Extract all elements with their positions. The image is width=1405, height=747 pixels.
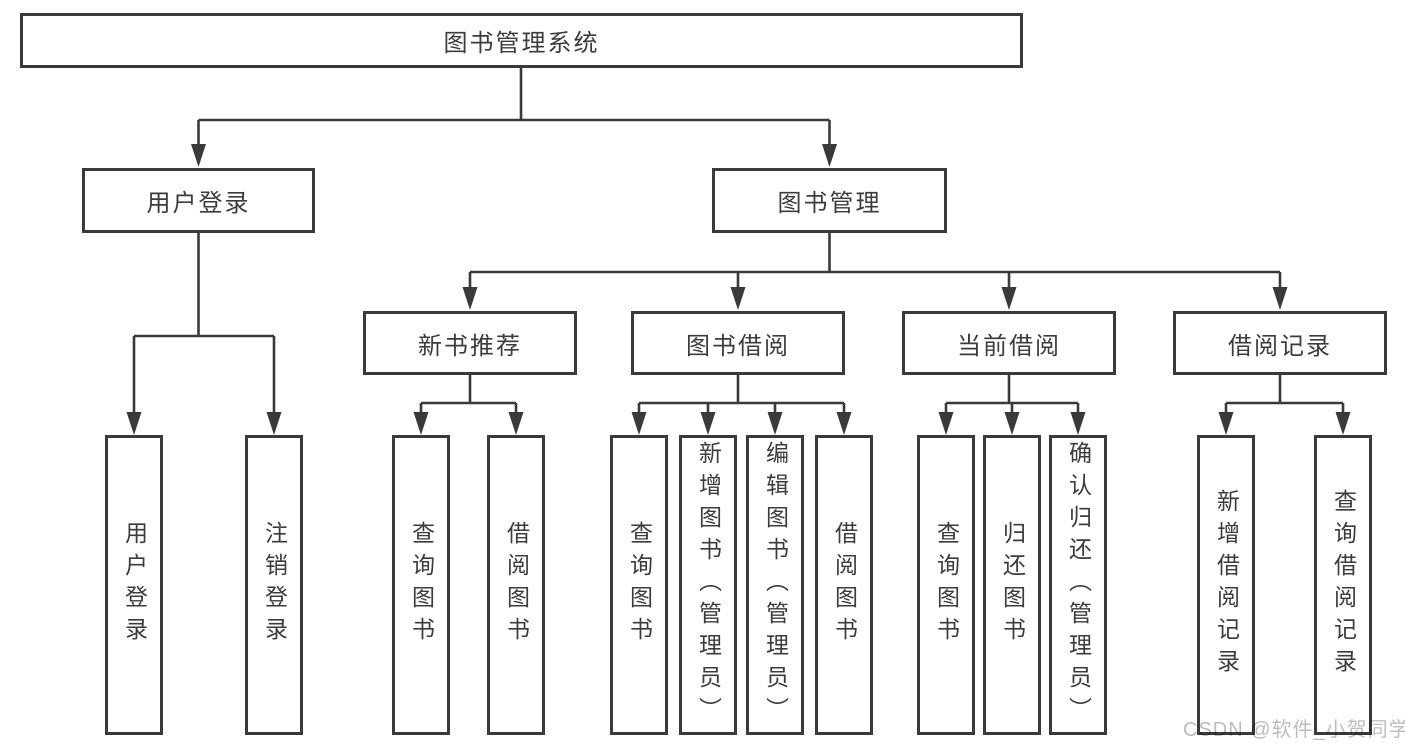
leaf-label: 查询图书 (933, 521, 960, 649)
leaf-label: 编辑图书（管理员） (762, 441, 789, 729)
leaf-user-login: 用户登录 (105, 435, 163, 735)
leaf-add-book-admin: 新增图书（管理员） (679, 435, 737, 735)
leaf-label: 查询图书 (408, 521, 435, 649)
leaf-confirm-return-admin: 确认归还（管理员） (1049, 435, 1107, 735)
connector-user-login-to-leaves (132, 233, 276, 416)
node-borrowing-records: 借阅记录 (1173, 311, 1387, 375)
connector-root-to-level2 (197, 67, 831, 150)
leaf-label: 确认归还（管理员） (1065, 441, 1092, 729)
arrowhead-icons (126, 144, 1351, 435)
node-book-management: 图书管理 (712, 168, 947, 233)
node-new-book-recommendation: 新书推荐 (363, 311, 577, 375)
leaf-borrow-books: 借阅图书 (815, 435, 873, 735)
leaf-label: 查询图书 (626, 521, 653, 649)
leaf-label: 新增借阅记录 (1213, 489, 1240, 681)
leaf-query-books-current: 查询图书 (917, 435, 975, 735)
leaf-label: 查询借阅记录 (1330, 489, 1357, 681)
connector-book-management-to-level3 (468, 233, 1282, 292)
leaf-edit-book-admin: 编辑图书（管理员） (746, 435, 804, 735)
leaf-label: 借阅图书 (503, 521, 530, 649)
leaf-query-books-recommend: 查询图书 (392, 435, 450, 735)
leaf-label: 新增图书（管理员） (695, 441, 722, 729)
connector-book-borrow-to-leaves (637, 375, 846, 417)
node-user-login: 用户登录 (82, 168, 315, 233)
leaf-label: 归还图书 (999, 521, 1026, 649)
leaf-return-book: 归还图书 (983, 435, 1041, 735)
connector-new-book-to-leaves (419, 375, 518, 417)
connector-borrow-records-to-leaves (1224, 375, 1345, 417)
leaf-label: 用户登录 (121, 521, 148, 649)
leaf-add-borrow-record: 新增借阅记录 (1197, 435, 1255, 735)
leaf-logout: 注销登录 (245, 435, 303, 735)
node-library-management-system: 图书管理系统 (20, 13, 1023, 68)
leaf-label: 借阅图书 (831, 521, 858, 649)
node-current-borrowing: 当前借阅 (902, 311, 1116, 375)
leaf-label: 注销登录 (261, 521, 288, 649)
node-book-borrowing: 图书借阅 (631, 311, 845, 375)
leaf-query-books-borrow: 查询图书 (610, 435, 668, 735)
leaf-query-borrow-record: 查询借阅记录 (1314, 435, 1372, 735)
leaf-borrow-books-recommend: 借阅图书 (487, 435, 545, 735)
csdn-watermark: CSDN @软件_小贺同学 (1183, 719, 1405, 741)
connector-current-borrow-to-leaves (944, 375, 1080, 417)
